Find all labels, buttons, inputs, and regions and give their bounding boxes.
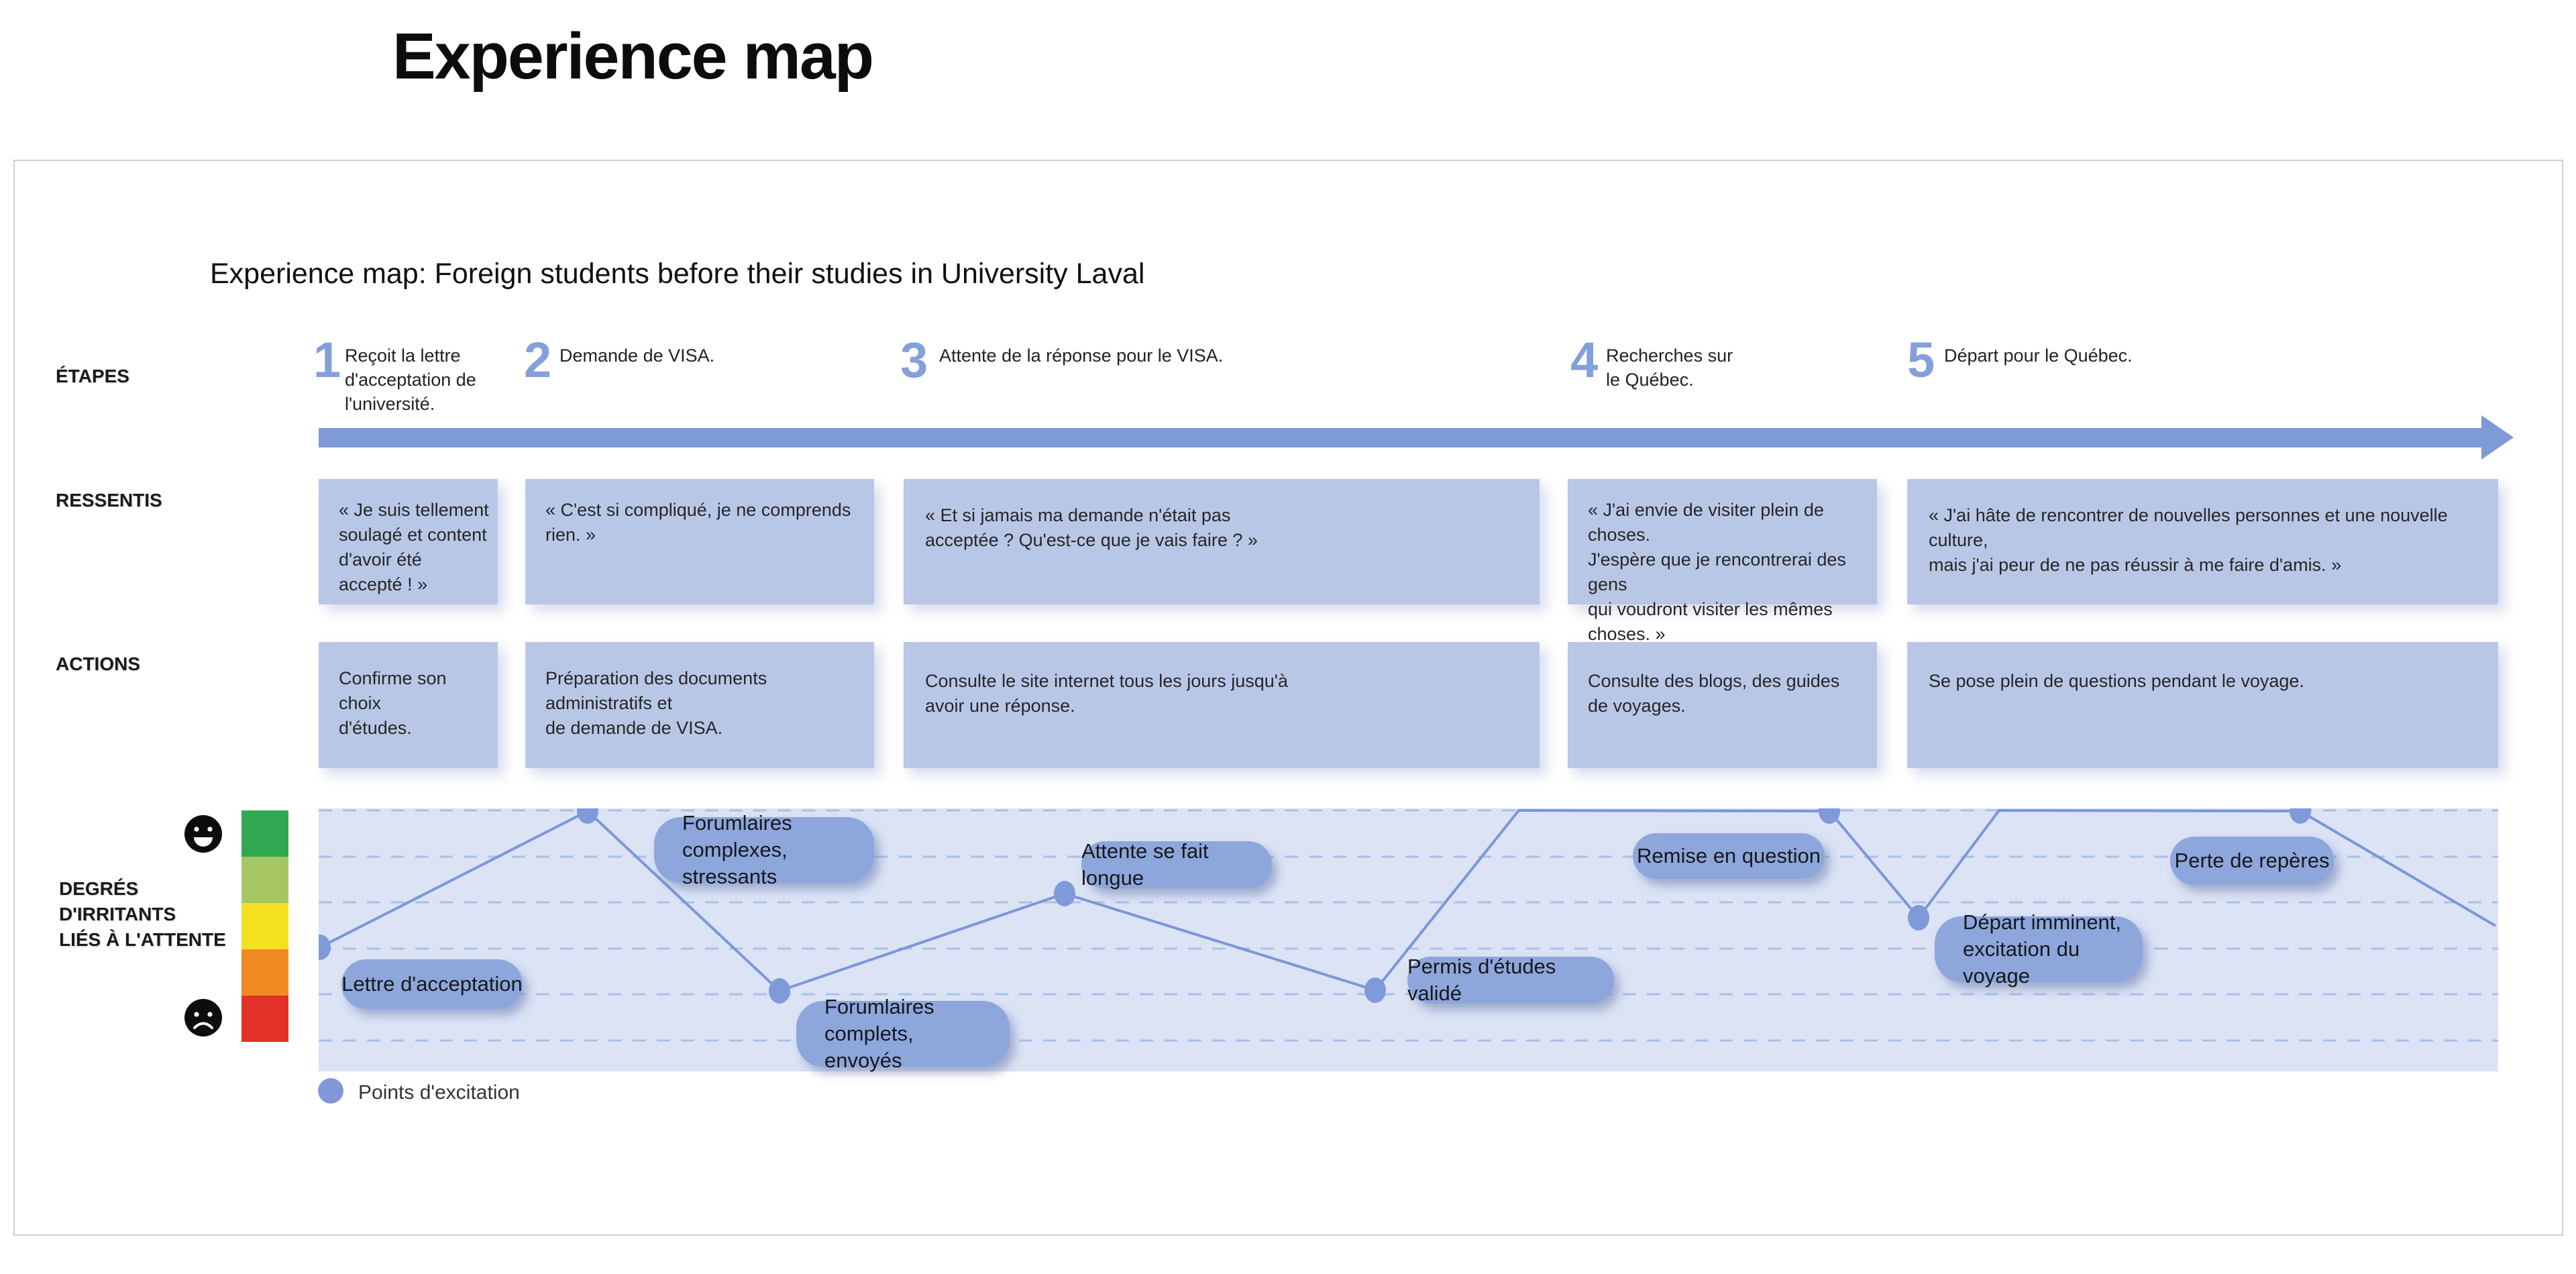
scale-red — [241, 996, 288, 1042]
row-label-actions: ACTIONS — [56, 653, 140, 674]
bubble-formulaires-complets: Forumlaires complets, envoyés — [796, 995, 1010, 1072]
action-box-1: Confirme son choix d'études. — [319, 642, 498, 768]
panel-title: Experience map: Foreign students before … — [210, 258, 1145, 290]
scale-orange — [241, 949, 288, 996]
feeling-quote-2: « C'est si compliqué, je ne comprends ri… — [545, 500, 851, 545]
feeling-box-2: « C'est si compliqué, je ne comprends ri… — [525, 479, 874, 604]
experience-map-panel: Experience map: Foreign students before … — [13, 160, 2563, 1236]
feeling-box-5: « J'ai hâte de rencontrer de nouvelles p… — [1907, 479, 2498, 604]
scale-lightgreen — [241, 857, 288, 903]
bubble-remise-en-question: Remise en question — [1633, 833, 1825, 879]
row-label-etapes: ÉTAPES — [56, 366, 129, 386]
action-text-4: Consulte des blogs, des guides de voyage… — [1588, 671, 1840, 716]
row-label-degres-irritants: DEGRÉS D'IRRITANTS LIÉS À L'ATTENTE — [59, 878, 226, 950]
sad-face-icon — [184, 999, 222, 1037]
journey-line-chart — [319, 808, 2498, 1042]
feeling-quote-4: « J'ai envie de visiter plein de choses.… — [1588, 500, 1846, 644]
stage-4-text: Recherches sur le Québec. — [1606, 346, 1733, 390]
stage-3-text: Attente de la réponse pour le VISA. — [939, 346, 1224, 366]
stage-1-text: Reçoit la lettre d'acceptation de l'univ… — [345, 346, 476, 414]
stage-4-number: 4 — [1570, 332, 1599, 388]
scale-green — [241, 810, 288, 857]
stage-2-text: Demande de VISA. — [559, 346, 715, 366]
stage-5-number: 5 — [1907, 332, 1935, 388]
timeline-arrow-bar — [319, 428, 2481, 447]
feeling-box-4: « J'ai envie de visiter plein de choses.… — [1568, 479, 1877, 644]
feeling-box-3: « Et si jamais ma demande n'était pas ac… — [904, 479, 1540, 604]
legend-label: Points d'excitation — [358, 1081, 520, 1104]
bubble-depart-imminent: Départ imminent, excitation du voyage — [1935, 910, 2143, 988]
journey-line — [319, 808, 2497, 993]
happy-face-icon — [184, 815, 222, 853]
bubble-lettre-acceptation: Lettre d'acceptation — [341, 959, 523, 1009]
stage-1-number: 1 — [313, 332, 341, 388]
timeline-arrow-head-icon — [2481, 415, 2514, 460]
action-box-4: Consulte des blogs, des guides de voyage… — [1568, 642, 1877, 768]
action-text-1: Confirme son choix d'études. — [339, 668, 447, 738]
action-box-3: Consulte le site internet tous les jours… — [904, 642, 1540, 768]
feeling-quote-5: « J'ai hâte de rencontrer de nouvelles p… — [1929, 505, 2448, 575]
scale-yellow — [241, 903, 288, 949]
bubble-perte-de-reperes: Perte de repères — [2170, 837, 2334, 885]
stage-3-number: 3 — [900, 332, 928, 388]
feeling-quote-3: « Et si jamais ma demande n'était pas ac… — [925, 505, 1258, 550]
page-title: Experience map — [392, 19, 874, 93]
legend-excitation-dot-icon — [318, 1078, 343, 1104]
bubble-attente-longue: Attente se fait longue — [1081, 839, 1272, 890]
stage-2-number: 2 — [524, 332, 552, 388]
action-box-5: Se pose plein de questions pendant le vo… — [1907, 642, 2498, 768]
action-text-3: Consulte le site internet tous les jours… — [925, 671, 1288, 716]
bubble-permis-valide: Permis d'études validé — [1407, 955, 1614, 1005]
action-text-2: Préparation des documents administratifs… — [545, 668, 767, 738]
action-text-5: Se pose plein de questions pendant le vo… — [1929, 671, 2304, 691]
feeling-quote-1: « Je suis tellement soulagé et content d… — [339, 500, 489, 594]
bubble-formulaires-complexes: Forumlaires complexes, stressants — [654, 811, 874, 888]
stage-5-text: Départ pour le Québec. — [1944, 346, 2133, 366]
row-label-ressentis: RESSENTIS — [56, 490, 162, 511]
action-box-2: Préparation des documents administratifs… — [525, 642, 874, 768]
feeling-box-1: « Je suis tellement soulagé et content d… — [319, 479, 498, 604]
excitation-points — [319, 808, 2311, 1004]
